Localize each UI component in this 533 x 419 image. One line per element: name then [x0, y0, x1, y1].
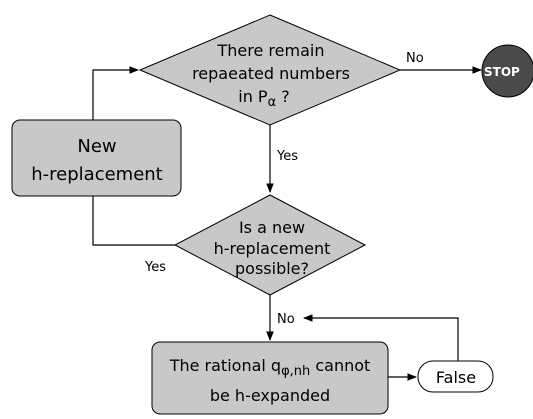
box-new-line1: New: [77, 136, 116, 157]
box-false-label: False: [436, 368, 476, 387]
box-rational-line2: be h-expanded: [210, 386, 330, 405]
decision-remaining-line3: in Pα ?: [238, 87, 289, 110]
arrow-new-to-top-decision: [92, 66, 139, 120]
box-rational-cannot-expand: [151, 341, 389, 415]
edge-label-no-top: No: [406, 51, 424, 66]
box-rational-line1: The rational qφ,nh cannot: [169, 356, 371, 379]
decision-new-line2: h-replacement: [214, 239, 331, 258]
stop-terminal-label: STOP: [484, 65, 520, 79]
arrow-yes-to-new-box: [92, 196, 175, 246]
decision-remaining-line1: There remain: [217, 41, 325, 60]
arrow-false-loop-back: [303, 314, 459, 361]
box-new-line2: h-replacement: [31, 164, 162, 185]
decision-remaining-line2: repaeated numbers: [192, 64, 350, 83]
edge-label-yes-mid: Yes: [144, 260, 166, 275]
box-false: [417, 360, 494, 393]
edge-label-no-mid: No: [277, 312, 295, 327]
decision-new-line3: possible?: [235, 259, 309, 278]
stop-terminal: [481, 44, 533, 98]
decision-new-line1: Is a new: [239, 218, 305, 237]
box-new-h-replacement: [11, 119, 182, 197]
edge-label-yes-top: Yes: [276, 149, 298, 164]
